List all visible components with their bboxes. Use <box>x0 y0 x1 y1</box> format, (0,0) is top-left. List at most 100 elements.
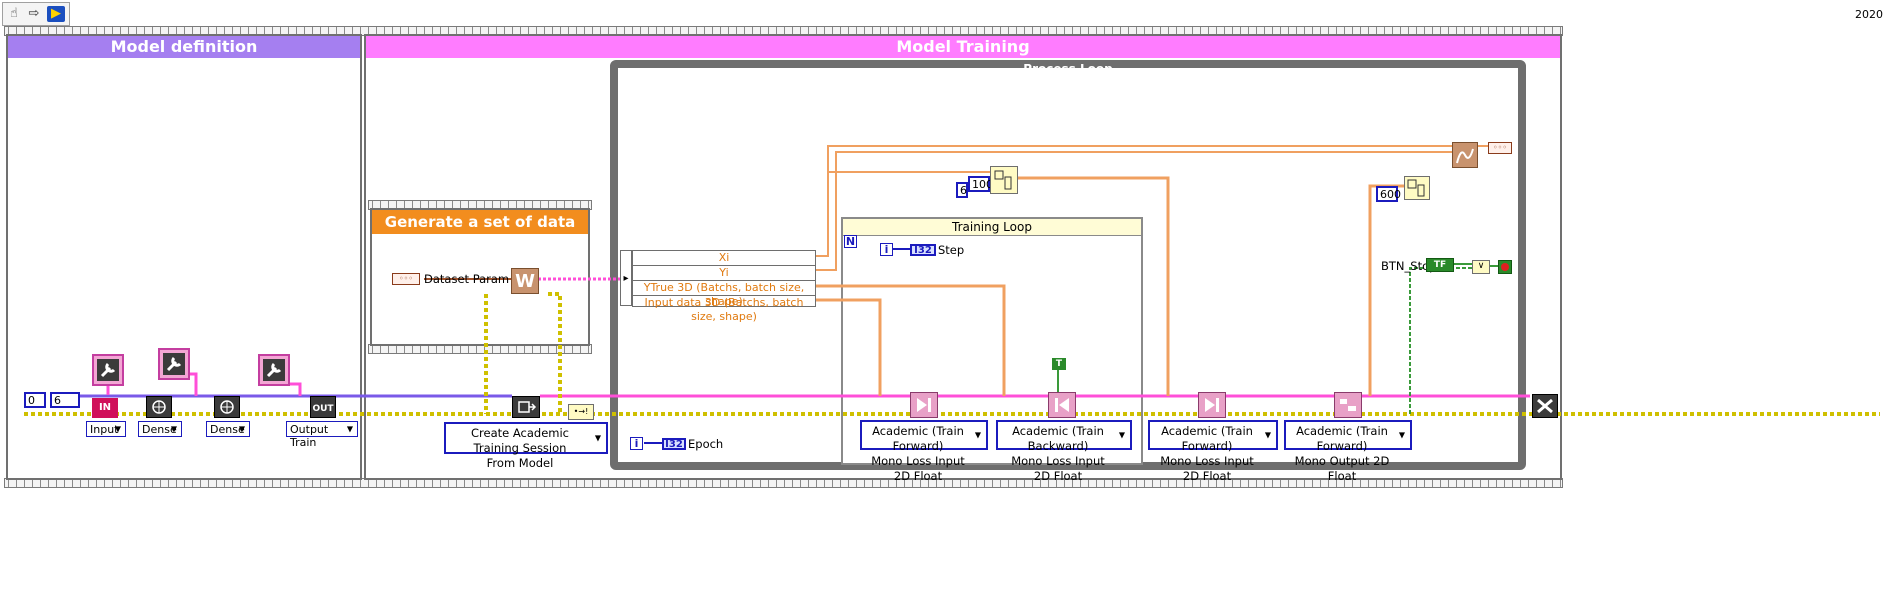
train-forward-selector-2[interactable]: Academic (Train Forward) Mono Loss Input… <box>1148 420 1278 483</box>
dropdown-arrow-icon: ▼ <box>238 424 245 434</box>
wrench-icon <box>97 359 119 381</box>
dataset-param-label: Dataset Param <box>424 272 510 286</box>
forward-icon <box>917 398 931 412</box>
train-backward-line1: Academic (Train Backward) <box>1012 424 1104 453</box>
train-forward-1-line1: Academic (Train Forward) <box>872 424 964 453</box>
const-a[interactable]: 0 <box>24 392 46 408</box>
const-six[interactable]: 6 <box>956 182 968 198</box>
arrow-run-icon[interactable]: ⇨ <box>28 6 40 21</box>
create-session-selector[interactable]: Create Academic Training Session From Mo… <box>444 422 608 470</box>
train-forward-selector-3[interactable]: Academic (Train Forward) Mono Output 2D … <box>1284 420 1412 483</box>
dense-layer-1-node[interactable] <box>146 396 172 418</box>
train-backward-node[interactable] <box>1048 392 1076 418</box>
unbundle-row-input: Input data 3D (Batchs, batch size, shape… <box>644 296 804 323</box>
backward-icon <box>1055 398 1069 412</box>
create-session-node[interactable] <box>512 396 540 418</box>
dropdown-arrow-icon: ▼ <box>594 433 601 443</box>
btn-stop-terminal[interactable]: TF <box>1426 258 1454 272</box>
train-forward-3-line2: Mono Output 2D Float <box>1294 454 1390 483</box>
unbundle-input-terminal: ▸ <box>620 250 632 306</box>
generate-data-vi[interactable]: W <box>511 268 539 294</box>
step-indicator: I32 <box>910 244 936 256</box>
run-toolbar-group: ☝ ⇨ ▶ <box>2 2 70 26</box>
unbundle-row-xi: Xi <box>633 251 815 266</box>
ytrue-wire <box>816 284 1006 396</box>
training-loop-label: Training Loop <box>843 219 1141 236</box>
output-layer-node[interactable]: OUT <box>310 396 336 418</box>
const-six-hundred[interactable]: 600 <box>1376 186 1401 202</box>
train-backward-selector[interactable]: Academic (Train Backward) Mono Loss Inpu… <box>996 420 1132 483</box>
reshape-icon <box>994 170 1012 190</box>
close-icon <box>1537 398 1553 414</box>
const-hundred[interactable]: 100 <box>968 176 993 192</box>
train-forward-node-1[interactable] <box>910 392 938 418</box>
dataset-param-cluster-icon[interactable]: ◦◦◦ <box>392 273 420 285</box>
version-year: 2020 <box>1855 8 1883 21</box>
output-ring-selector[interactable]: Output Train▼ <box>286 421 358 449</box>
release-session-node[interactable] <box>1532 394 1558 418</box>
btn-stop-label: BTN_Stop <box>1381 259 1437 273</box>
bool-true-constant[interactable]: T <box>1052 358 1066 370</box>
unbundle-row-yi: Yi <box>633 266 815 281</box>
step-label: Step <box>938 243 965 257</box>
loop-count-terminal[interactable]: N <box>844 235 857 248</box>
dense-layer-2-node[interactable] <box>214 396 240 418</box>
toolbar: ☝ ⇨ ▶ 2020 <box>0 0 1887 26</box>
neural-net-icon <box>220 400 234 414</box>
graph-node[interactable] <box>1452 142 1478 168</box>
reshape-wire-2 <box>1368 184 1406 396</box>
model-definition-frame: Model definition <box>6 34 362 480</box>
labview-icon[interactable]: ▶ <box>47 6 65 22</box>
hand-tool-icon[interactable]: ☝ <box>10 6 18 21</box>
wrench-config-1-icon[interactable] <box>92 354 124 386</box>
reshape-array-node-1[interactable] <box>990 166 1018 194</box>
dropdown-arrow-icon: ▼ <box>1398 430 1405 440</box>
train-forward-2-line2: Mono Loss Input 2D Float <box>1160 454 1254 483</box>
graph-indicator-icon: ◦◦◦ <box>1488 142 1512 154</box>
input-ring-label: Input <box>90 423 119 436</box>
stop-wire <box>1409 267 1472 414</box>
model-definition-header: Model definition <box>8 36 360 58</box>
stop-condition-terminal[interactable] <box>1498 260 1512 274</box>
dropdown-arrow-icon: ▼ <box>974 430 981 440</box>
wrench-config-3-icon[interactable] <box>258 354 290 386</box>
generate-data-header: Generate a set of data <box>372 210 588 234</box>
neural-net-icon <box>152 400 166 414</box>
model-training-header: Model Training <box>366 36 1560 58</box>
input-layer-node[interactable]: IN <box>92 398 118 418</box>
dense1-ring-selector[interactable]: Dense▼ <box>138 421 182 437</box>
graph-icon <box>1456 148 1474 164</box>
reshape-array-node-2[interactable] <box>1404 176 1430 200</box>
gen-error-wire-2 <box>548 292 562 414</box>
dense2-ring-selector[interactable]: Dense▼ <box>206 421 250 437</box>
train-forward-node-2[interactable] <box>1198 392 1226 418</box>
or-gate-node[interactable]: ∨ <box>1472 260 1490 274</box>
wrench-icon <box>163 353 185 375</box>
input-ring-selector[interactable]: Input▼ <box>86 421 126 437</box>
yi-wire <box>816 151 1452 271</box>
output-icon <box>1340 399 1356 411</box>
dropdown-arrow-icon: ▼ <box>1264 430 1271 440</box>
process-loop-label: Process Loop <box>1023 62 1113 76</box>
wrench-config-2-icon[interactable] <box>158 348 190 380</box>
train-forward-2-line1: Academic (Train Forward) <box>1161 424 1253 453</box>
train-backward-line2: Mono Loss Input 2D Float <box>1011 454 1105 483</box>
session-icon <box>518 401 537 413</box>
merge-error-node[interactable]: •→! <box>568 404 594 420</box>
training-loop[interactable]: Training Loop N <box>841 217 1143 465</box>
epoch-iteration-terminal[interactable]: i <box>630 437 643 450</box>
step-iteration-terminal[interactable]: i <box>880 243 893 256</box>
wrench-icon <box>263 359 285 381</box>
unbundle-by-name[interactable]: Xi Yi YTrue 3D (Batchs, batch size, shap… <box>632 250 816 323</box>
const-b[interactable]: 6 <box>50 392 80 408</box>
train-forward-1-line2: Mono Loss Input 2D Float <box>871 454 965 483</box>
unbundle-row-ytrue: YTrue 3D (Batchs, batch size, shape) <box>633 281 815 308</box>
create-session-line2: From Model <box>486 456 554 470</box>
reshape-icon <box>1407 179 1425 197</box>
dropdown-arrow-icon: ▼ <box>1118 430 1125 440</box>
train-forward-node-3[interactable] <box>1334 392 1362 418</box>
dropdown-arrow-icon: ▼ <box>170 424 177 434</box>
train-forward-selector-1[interactable]: Academic (Train Forward) Mono Loss Input… <box>860 420 988 483</box>
stop-icon <box>1501 263 1509 271</box>
